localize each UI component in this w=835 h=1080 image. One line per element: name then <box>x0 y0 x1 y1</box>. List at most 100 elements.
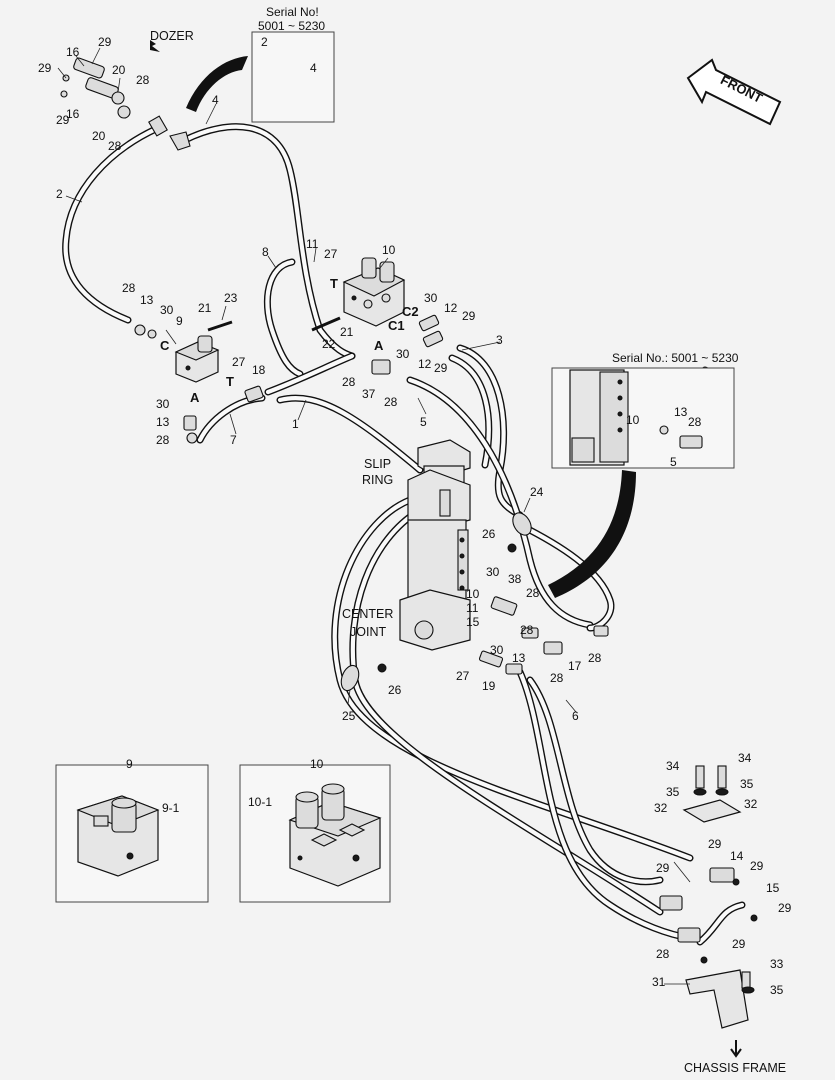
center-joint <box>399 439 471 651</box>
part-number-callout: 33 <box>770 957 784 971</box>
part-number-callout: 16 <box>66 107 80 121</box>
serial-top-line-2: 5001 ~ 5230 <box>258 19 325 33</box>
part-number-callout: 12 <box>418 357 432 371</box>
part-number-callout: 28 <box>588 651 602 665</box>
port-label: C2 <box>402 304 419 319</box>
part-number-callout: 28 <box>656 947 670 961</box>
part-number-callout: 29 <box>56 113 70 127</box>
part-number-callout: 2 <box>261 35 268 49</box>
detail-10-title: 10 <box>310 757 324 771</box>
port-label: T <box>226 374 234 389</box>
part-number-callout: 2 <box>56 187 63 201</box>
part-number-callout: 30 <box>490 643 504 657</box>
part-number-callout: 28 <box>550 671 564 685</box>
dozer-label: DOZER <box>150 29 194 43</box>
part-number-callout: 28 <box>108 139 122 153</box>
part-number-callout: 30 <box>486 565 500 579</box>
valve-10 <box>342 257 406 327</box>
chassis-arrow-icon <box>730 1040 742 1058</box>
part-number-callout: 29 <box>750 859 764 873</box>
part-number-callout: 22 <box>322 337 336 351</box>
part-number-callout: 29 <box>656 861 670 875</box>
part-number-callout: 29 <box>38 61 52 75</box>
part-number-callout: 15 <box>766 881 780 895</box>
part-number-callout: 18 <box>252 363 266 377</box>
part-number-callout: 20 <box>112 63 126 77</box>
part-number-callout: 28 <box>156 433 170 447</box>
part-number-callout: 28 <box>342 375 356 389</box>
part-number-callout: 21 <box>198 301 212 315</box>
port-label: A <box>190 390 200 405</box>
port-label: C1 <box>388 318 405 333</box>
part-number-callout: 28 <box>526 586 540 600</box>
part-number-callout: 13 <box>674 405 688 419</box>
part-number-callout: 28 <box>122 281 136 295</box>
part-number-callout: 10 <box>382 243 396 257</box>
part-number-callout: 35 <box>740 777 754 791</box>
part-number-callout: 21 <box>340 325 354 339</box>
slip-ring-label-1: SLIP <box>364 457 391 471</box>
front-arrow: FRONT <box>686 58 782 126</box>
detail-arrow-top <box>186 56 248 112</box>
part-number-callout: 32 <box>744 797 758 811</box>
part-number-callout: 38 <box>508 572 522 586</box>
part-number-callout: 29 <box>98 35 112 49</box>
part-number-callout: 23 <box>224 291 238 305</box>
part-number-callout: 15 <box>466 615 480 629</box>
part-number-callout: 27 <box>232 355 246 369</box>
inset-serial-right <box>551 367 735 469</box>
part-number-callout: 26 <box>388 683 402 697</box>
port-label: C <box>160 338 170 353</box>
part-number-callout: 29 <box>462 309 476 323</box>
part-number-callout: 28 <box>136 73 150 87</box>
port-label: T <box>330 276 338 291</box>
part-number-callout: 32 <box>654 801 668 815</box>
detail-9-box <box>55 764 209 903</box>
part-number-callout: 34 <box>738 751 752 765</box>
part-number-callout: 6 <box>572 709 579 723</box>
inset-serial-top <box>251 31 335 123</box>
part-number-callout: 13 <box>512 651 526 665</box>
detail-9-part: 9-1 <box>162 801 180 815</box>
fittings <box>60 57 758 1029</box>
detail-9-title: 9 <box>126 757 133 771</box>
part-number-callout: 28 <box>520 623 534 637</box>
serial-top-line-1: Serial No! <box>266 5 319 19</box>
part-number-callout: 4 <box>310 61 317 75</box>
part-number-callout: 29 <box>778 901 792 915</box>
part-number-callout: 29 <box>434 361 448 375</box>
part-number-callout: 35 <box>666 785 680 799</box>
leader-lines <box>57 47 691 985</box>
part-number-callout: 29 <box>708 837 722 851</box>
part-number-callout: 29 <box>732 937 746 951</box>
detail-10-box <box>239 764 391 903</box>
part-number-callout: 11 <box>466 601 479 615</box>
port-label: A <box>374 338 384 353</box>
part-number-callout: 4 <box>212 93 219 107</box>
chassis-frame-label: CHASSIS FRAME <box>684 1061 786 1075</box>
part-number-callout: 5 <box>420 415 427 429</box>
slip-ring-label-2: RING <box>362 473 393 487</box>
part-number-callout: 3 <box>496 333 503 347</box>
detail-arrow-right <box>548 470 636 598</box>
part-number-callout: 1 <box>292 417 299 431</box>
serial-right-label: Serial No.: 5001 ~ 5230 <box>612 351 739 365</box>
valve-9 <box>174 335 220 383</box>
part-number-callout: 30 <box>160 303 174 317</box>
part-number-callout: 24 <box>530 485 544 499</box>
part-number-callout: 37 <box>362 387 376 401</box>
center-joint-label-2: JOINT <box>350 625 386 639</box>
part-number-callout: 31 <box>652 975 666 989</box>
captions: DOZER SLIP RING CENTER JOINT CHASSIS FRA… <box>126 5 786 1075</box>
part-number-callout: 13 <box>140 293 154 307</box>
part-number-callout: 11 <box>306 237 319 251</box>
part-number-callout: 30 <box>156 397 170 411</box>
part-number-callout: 28 <box>688 415 702 429</box>
detail-10-part: 10-1 <box>248 795 272 809</box>
part-number-callout: 25 <box>342 709 356 723</box>
bracket-assembly <box>659 765 758 1029</box>
